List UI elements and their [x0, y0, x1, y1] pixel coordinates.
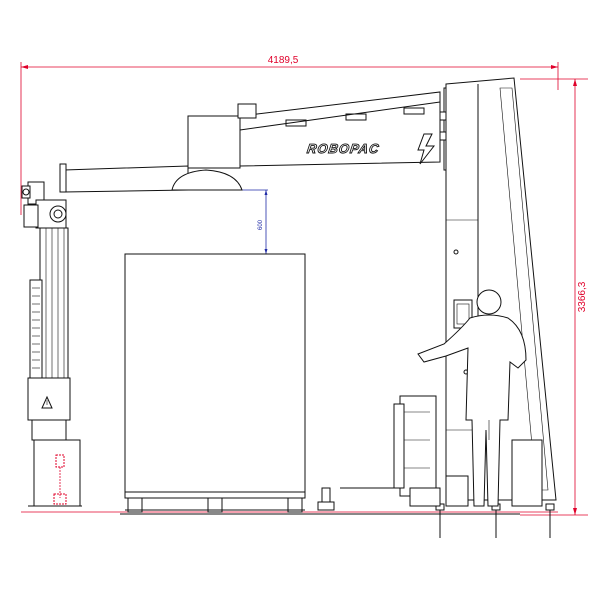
- width-dimension: 4189,5: [20, 55, 559, 215]
- rotating-arm: ROBOPAC: [59, 87, 489, 193]
- lightning-icon: [417, 133, 436, 165]
- film-unit: [317, 395, 441, 511]
- wrapping-carriage: [21, 181, 82, 507]
- operator-figure: [417, 289, 527, 507]
- robopac-logo: ROBOPAC: [306, 141, 381, 156]
- clearance-label: 600: [258, 219, 264, 230]
- height-dimension-label: 3366,3: [577, 281, 588, 312]
- height-dimension: 3366,3: [520, 78, 588, 516]
- warning-triangle-icon: [41, 395, 53, 409]
- clearance-dimension: 600: [242, 189, 280, 255]
- width-dimension-label: 4189,5: [268, 55, 299, 66]
- pallet-load: [124, 253, 306, 513]
